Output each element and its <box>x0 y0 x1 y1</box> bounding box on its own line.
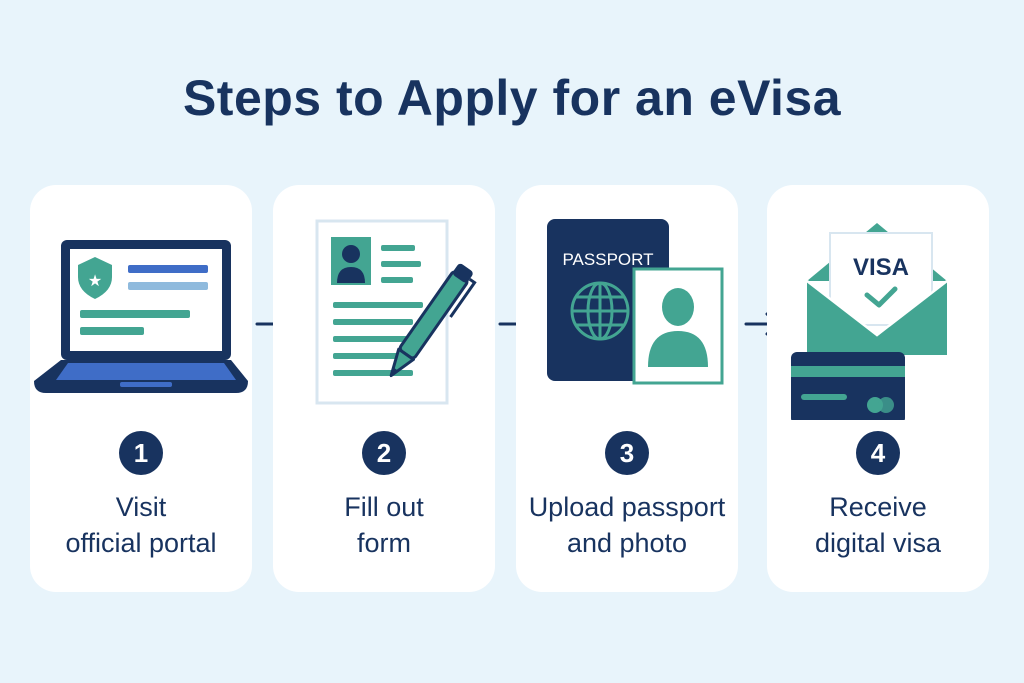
step-label-line-1: Receive <box>829 492 927 522</box>
visa-text: VISA <box>853 254 909 281</box>
step-label: Receive digital visa <box>771 489 985 561</box>
step-label: Upload passport and photo <box>520 489 734 561</box>
step-label: Visit official portal <box>34 489 248 561</box>
step-label-line-1: Upload passport <box>528 492 726 522</box>
step-label-line-2: digital visa <box>814 528 942 558</box>
step-card-1: ★ 1 Visit official portal <box>30 185 252 592</box>
svg-text:★: ★ <box>88 271 102 290</box>
passport-text: PASSPORT <box>562 250 653 269</box>
step-label-line-2: and photo <box>566 528 688 558</box>
step-label: Fill out form <box>277 489 491 561</box>
step-label-line-2: official portal <box>65 528 217 558</box>
step-label-line-1: Visit <box>115 492 167 522</box>
step-number-badge: 1 <box>119 431 163 475</box>
passport-photo-icon: PASSPORT <box>547 219 724 385</box>
step-label-line-2: form <box>357 528 411 558</box>
step-label-line-1: Fill out <box>344 492 424 522</box>
step-number-badge: 3 <box>605 431 649 475</box>
step-card-3: PASSPORT 3 Upload passport and photo <box>516 185 738 592</box>
page-title: Steps to Apply for an eVisa <box>182 70 842 126</box>
step-card-2: 2 Fill out form <box>273 185 495 592</box>
visa-envelope-icon: VISA <box>791 223 948 420</box>
step-card-4: VISA 4 Receive digital visa <box>767 185 989 592</box>
step-number-badge: 2 <box>362 431 406 475</box>
laptop-icon: ★ <box>34 240 248 393</box>
step-number-badge: 4 <box>856 431 900 475</box>
form-pen-icon <box>315 219 477 405</box>
